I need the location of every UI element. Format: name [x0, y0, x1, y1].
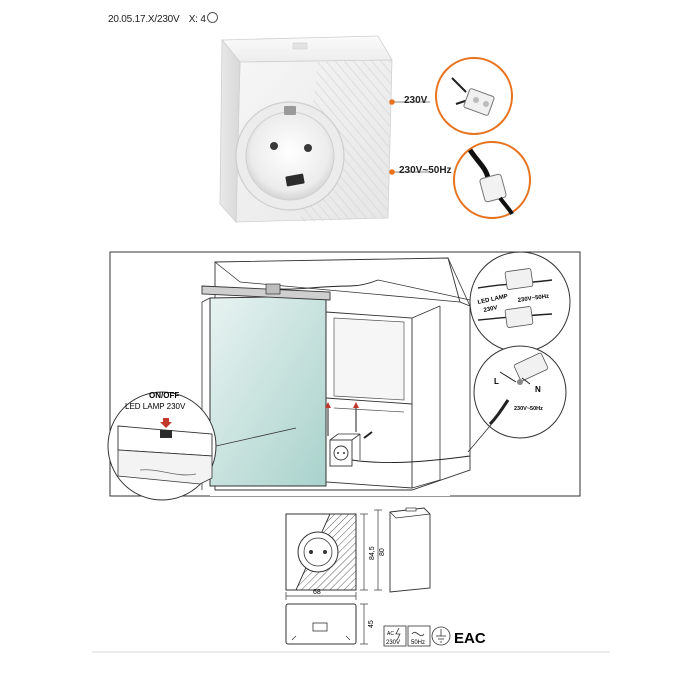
cable-label: 230V~50Hz [514, 406, 543, 412]
frequency-icon [407, 625, 431, 647]
installation-diagram: LED LAMP 230V 230V~50Hz L N 230V~50Hz ON… [107, 251, 581, 501]
terminal-label-l: L [494, 377, 499, 386]
top-button [292, 42, 308, 50]
dim-height-inner: 80 [379, 548, 386, 556]
onoff-switch [160, 430, 172, 438]
terminal-magnifier [435, 57, 513, 135]
dim-height-outer: 84,5 [369, 546, 376, 560]
voltage-label: 230V [386, 640, 400, 646]
dimension-drawings: 68 84,5 80 45 [285, 507, 431, 645]
arrow-down-icon [160, 418, 172, 428]
quantity-label: X: 4 [188, 14, 206, 25]
connector-label-230v-50hz: 230V~50Hz [517, 294, 549, 304]
dim-depth: 45 [368, 620, 375, 628]
switch-label-led: LED LAMP 230V [125, 402, 186, 411]
callout-lines [389, 99, 430, 175]
frequency-label: 50Hz [411, 640, 425, 646]
socket-box [219, 35, 393, 224]
circle-icon [206, 12, 218, 23]
terminal-label-n: N [535, 385, 541, 394]
callout-label-230v: 230V [404, 95, 428, 106]
product-code-row: 20.05.17.X/230V X: 4 [108, 12, 218, 25]
eac-mark: EAC [454, 630, 486, 647]
ac-label: AC [387, 631, 394, 637]
socket-small [329, 439, 353, 467]
cable-magnifier [453, 141, 531, 219]
ac-voltage-icon [383, 625, 407, 647]
switch-label-onoff: ON/OFF [149, 391, 179, 400]
product-code: 20.05.17.X/230V [108, 14, 180, 25]
connector-label-230v: 230V [483, 305, 498, 314]
dim-width: 68 [313, 589, 321, 596]
callout-label-230v-50hz: 230V~50Hz [399, 165, 452, 176]
certification-icons: AC 230V 50Hz EAC [383, 625, 486, 647]
